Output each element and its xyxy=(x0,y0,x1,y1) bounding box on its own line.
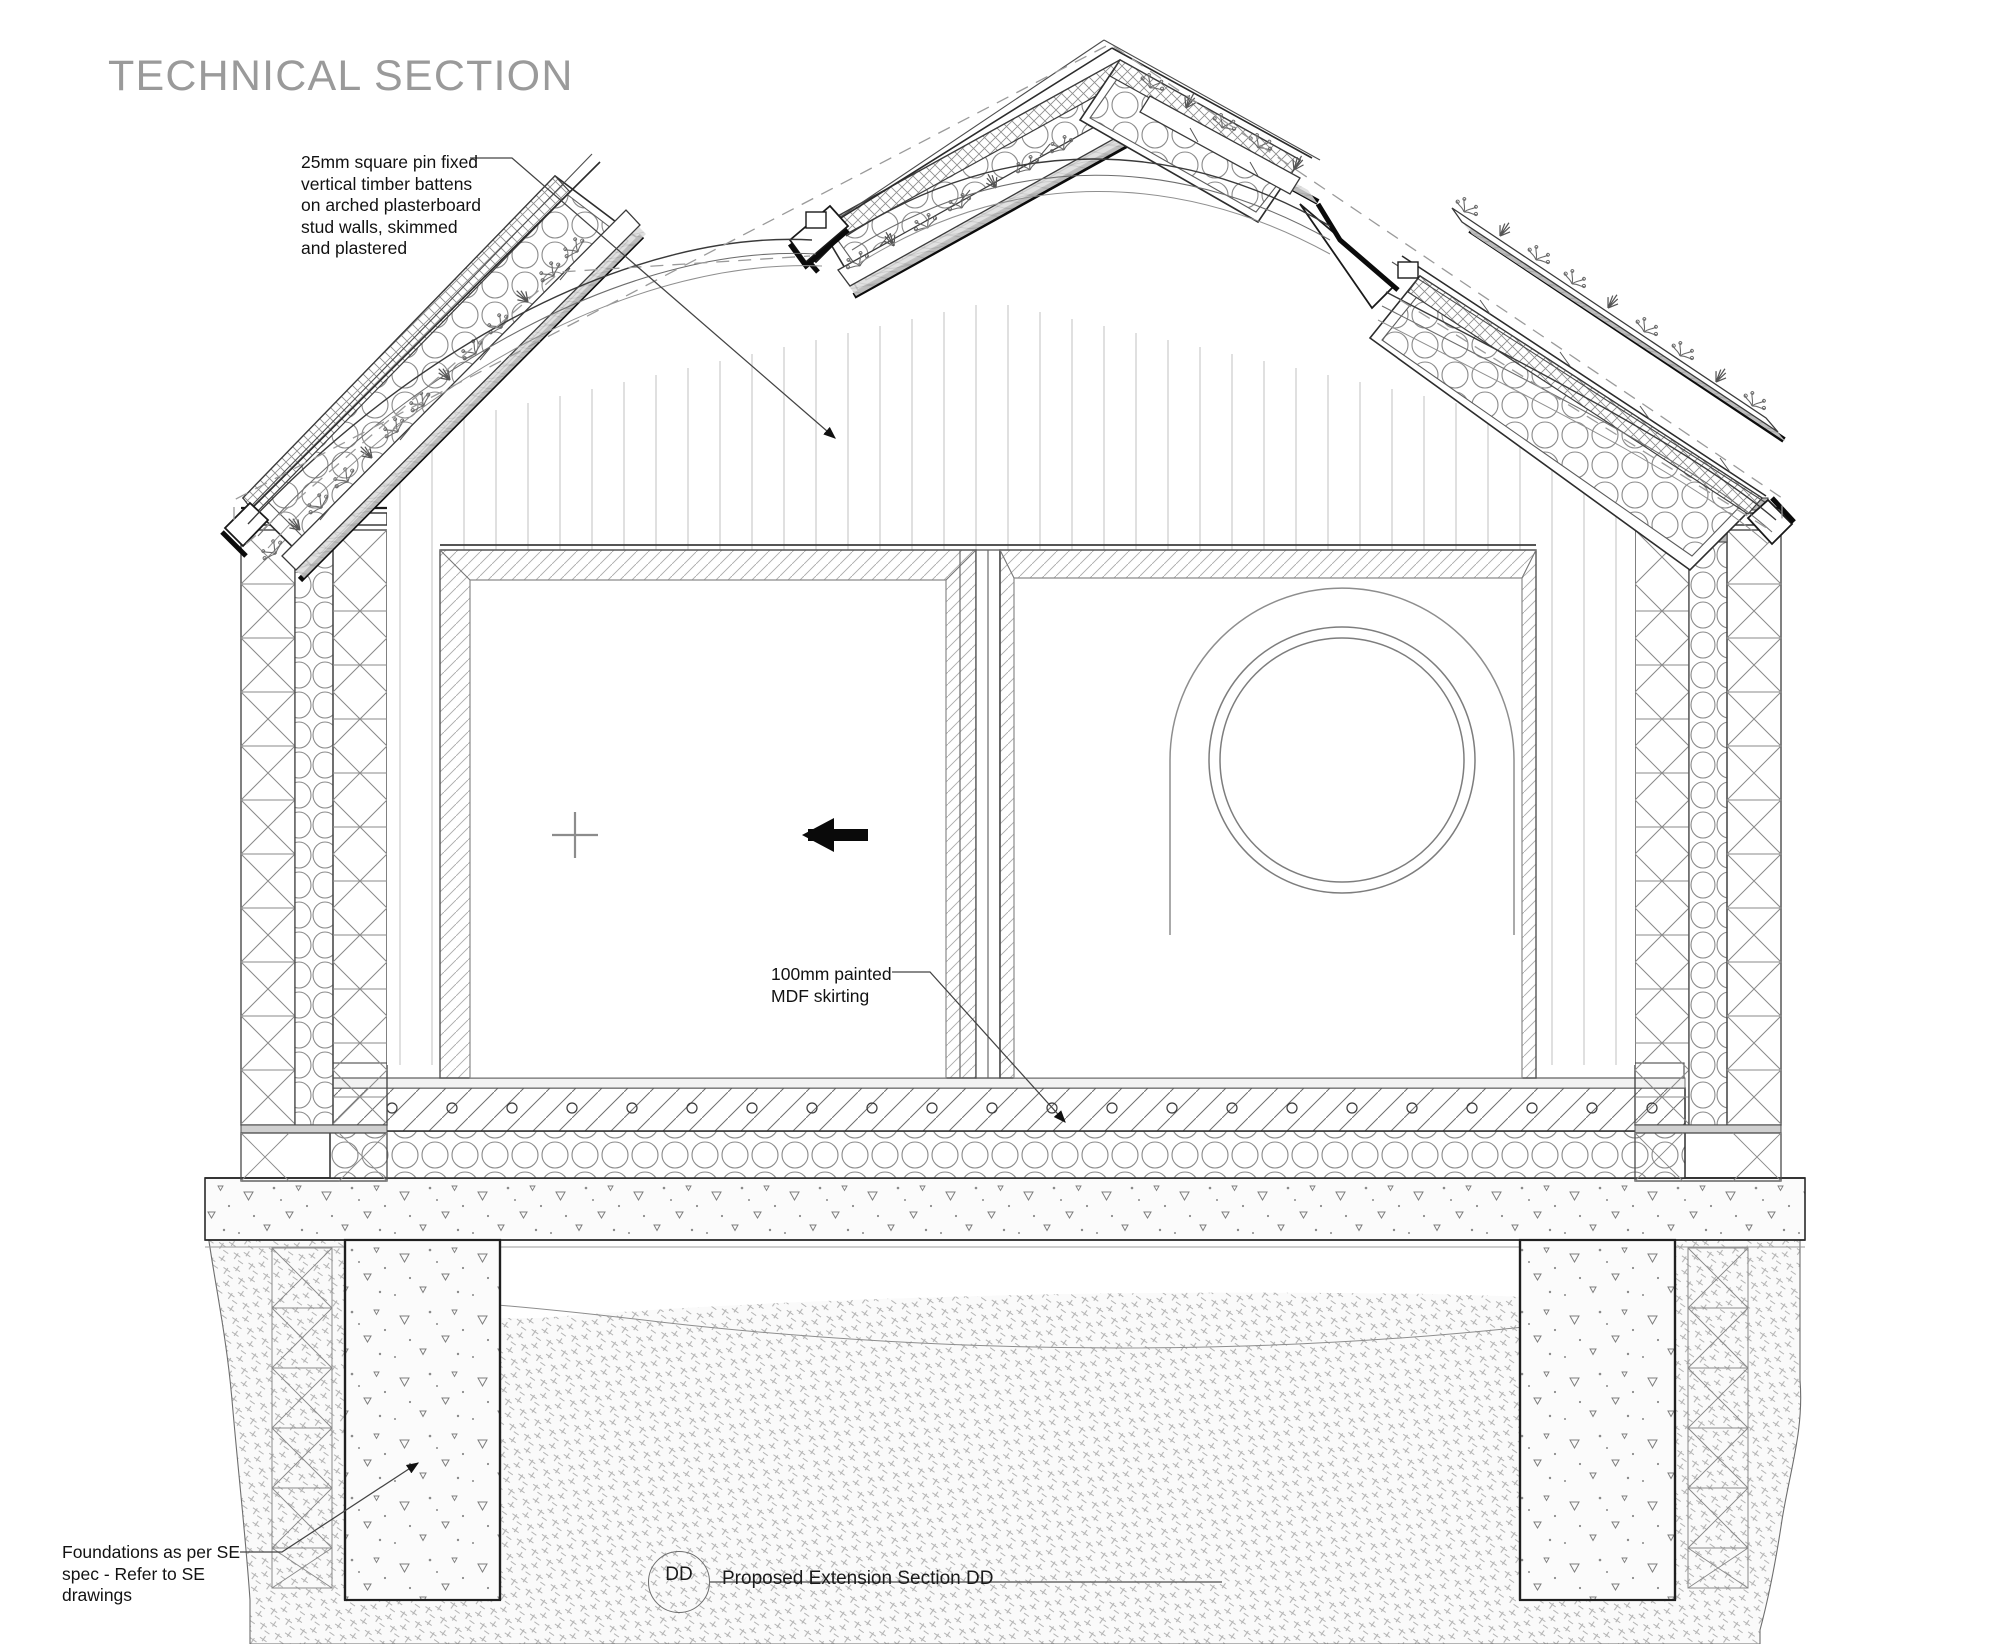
foundation-right xyxy=(1518,1238,1677,1602)
annotation-foundation-note: Foundations as per SE spec - Refer to SE… xyxy=(62,1542,241,1605)
sliding-door-set[interactable] xyxy=(439,544,1537,1079)
section-mark-label: DD xyxy=(665,1564,693,1585)
ground-soil xyxy=(204,1205,1802,1644)
annotation-batten-note: 25mm square pin fixed vertical timber ba… xyxy=(301,152,481,258)
drawing-title-label: Proposed Extension Section DD xyxy=(722,1568,994,1589)
roof-valley-right xyxy=(1299,202,1419,310)
foundation-left xyxy=(343,1238,502,1602)
roof-centre-right-slope xyxy=(1078,39,1321,224)
ground-bearing-slab xyxy=(204,1177,1806,1248)
substructure-blockwork-left xyxy=(271,1247,333,1589)
setting-out-dashed-outline xyxy=(233,43,1783,545)
substructure-blockwork-right xyxy=(1687,1247,1749,1589)
sliding-direction-arrow xyxy=(802,818,868,852)
circular-window xyxy=(1169,587,1515,935)
roof-centre-left-slope xyxy=(793,39,1170,299)
leader-lines xyxy=(240,157,1066,1553)
arched-ceiling-profiles xyxy=(247,158,1777,549)
fixed-pane-marker xyxy=(552,812,598,858)
underfloor-heating-pipes xyxy=(386,1102,1658,1114)
floor-buildup xyxy=(329,1062,1686,1179)
page-title: TECHNICAL SECTION xyxy=(108,52,574,100)
section-mark-circle: DD xyxy=(648,1551,710,1613)
annotation-skirting-note: 100mm painted MDF skirting xyxy=(771,964,892,1006)
